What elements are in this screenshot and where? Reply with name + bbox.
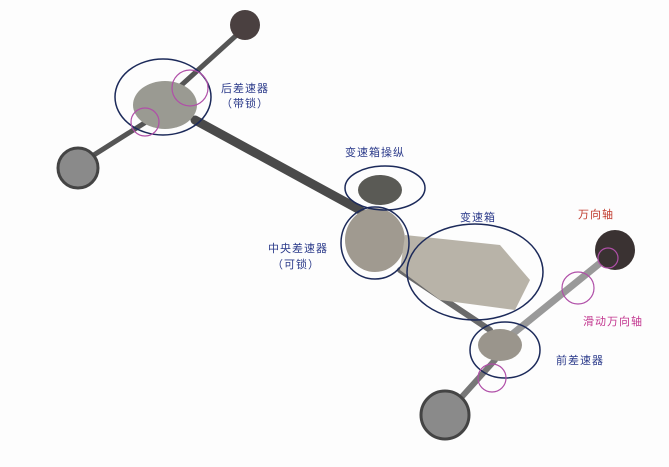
label-rear-diff: 后差速器	[221, 82, 269, 95]
gearbox-body	[400, 235, 530, 310]
gear-shift-unit	[358, 175, 402, 205]
label-front-diff: 前差速器	[556, 354, 604, 367]
label-sliding-shaft: 滑动万向轴	[583, 315, 643, 328]
label-rear-diff-note: （带锁）	[221, 97, 269, 110]
rear-joint-ring	[171, 69, 209, 107]
label-universal-shaft: 万向轴	[578, 208, 614, 221]
sliding-shaft-ring	[561, 271, 595, 305]
wheel-hub-rear-left	[56, 146, 100, 190]
wheel-hub-front-right	[595, 230, 635, 270]
universal-joint-ring	[597, 247, 619, 269]
wheel-hub-front-left	[419, 389, 471, 441]
label-gearbox: 变速箱	[460, 211, 496, 224]
gear-shift-ring	[344, 165, 426, 211]
wheel-hub-rear-top	[230, 10, 260, 40]
rear-joint-ring-2	[130, 107, 160, 137]
center-diff-ring	[340, 206, 410, 280]
rear-diff-ring	[114, 58, 212, 136]
label-gear-shift: 变速箱操纵	[345, 146, 405, 159]
rear-differential-body	[133, 81, 197, 129]
center-differential-body	[345, 208, 405, 272]
front-diff-ring	[469, 321, 541, 379]
gearbox-ring	[406, 223, 544, 321]
highlight-rings	[114, 58, 619, 393]
label-center-diff-note: （可锁）	[272, 258, 320, 271]
rear-drive-shaft	[190, 115, 365, 215]
front-joint-ring	[477, 363, 507, 393]
label-center-diff: 中央差速器	[268, 242, 328, 255]
components	[56, 10, 635, 441]
front-differential-body	[478, 329, 522, 361]
